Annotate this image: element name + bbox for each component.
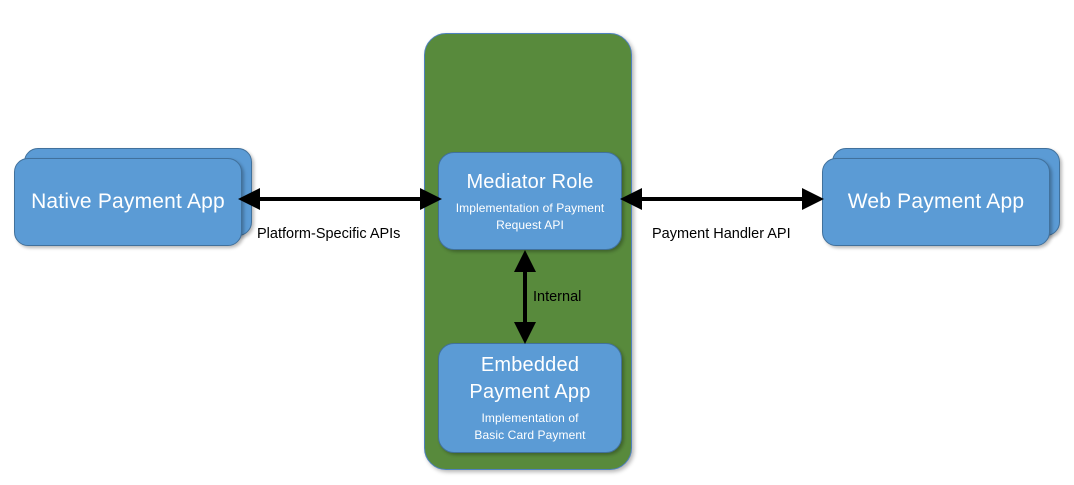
native-payment-app-box[interactable]: Native Payment App xyxy=(14,158,242,246)
embedded-payment-app-title-line2: Payment App xyxy=(469,381,591,403)
embedded-payment-app-subtitle: Implementation of Basic Card Payment xyxy=(474,410,585,444)
embedded-payment-app-title: Embedded Payment App xyxy=(469,352,590,406)
internal-label: Internal xyxy=(533,289,582,305)
native-payment-app-label: Native Payment App xyxy=(31,190,225,213)
mediator-role-subtitle: Implementation of Payment Request API xyxy=(456,200,605,234)
payment-handler-api-label: Payment Handler API xyxy=(652,226,791,242)
user-agent-title: User Agent (Browser) xyxy=(0,48,208,116)
embedded-payment-app-box[interactable]: Embedded Payment App Implementation of B… xyxy=(438,343,622,453)
arrow-internal-mediator-embedded xyxy=(514,250,536,344)
mediator-role-subtitle-line1: Implementation of Payment xyxy=(455,200,605,215)
arrow-native-to-mediator xyxy=(238,188,442,210)
mediator-role-subtitle-line2: Request API xyxy=(496,217,564,232)
user-agent-title-line2: (Browser) xyxy=(48,85,160,113)
user-agent-title-line1: User Agent xyxy=(41,51,167,79)
mediator-role-title: Mediator Role xyxy=(466,170,594,193)
web-payment-app-box[interactable]: Web Payment App xyxy=(822,158,1050,246)
embedded-payment-app-subtitle-line1: Implementation of xyxy=(481,411,579,425)
mediator-role-box[interactable]: Mediator Role Implementation of Payment … xyxy=(438,152,622,250)
embedded-payment-app-title-line1: Embedded xyxy=(480,354,580,376)
web-payment-app-label: Web Payment App xyxy=(847,190,1025,213)
arrow-mediator-to-web xyxy=(620,188,824,210)
embedded-payment-app-subtitle-line2: Basic Card Payment xyxy=(474,428,586,442)
platform-specific-apis-label: Platform-Specific APIs xyxy=(257,226,401,242)
